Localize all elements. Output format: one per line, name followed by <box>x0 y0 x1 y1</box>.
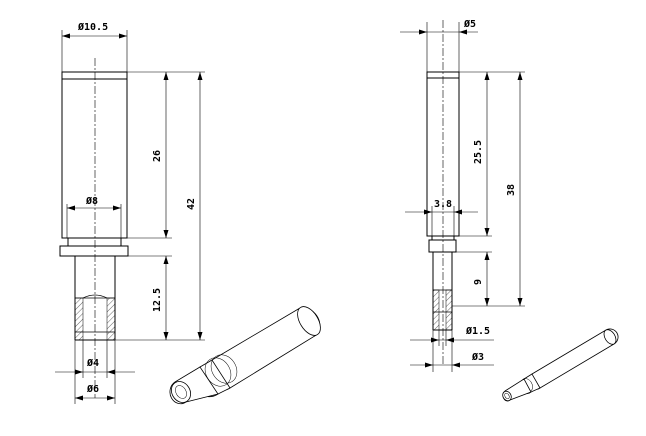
right-lower-length-label: 9 <box>473 279 484 285</box>
left-bore-dia-label: Ø4 <box>86 357 99 369</box>
right-bore-dia-label: Ø1.5 <box>465 325 490 337</box>
right-section-hatch-right <box>445 289 453 331</box>
left-collar <box>59 245 129 257</box>
left-inner-dia-label: Ø8 <box>85 195 98 207</box>
right-part-view: Ø5 25.5 38 3.8 <box>400 18 525 372</box>
right-upper-body <box>426 71 460 237</box>
right-total-length-label: 38 <box>506 184 517 196</box>
right-section-hatch-left <box>432 289 440 331</box>
left-dim-bore-dia: Ø4 <box>55 340 135 378</box>
left-dim-lower-length: 12.5 <box>128 255 172 340</box>
right-dim-upper-length: 25.5 <box>459 71 525 237</box>
left-total-length-label: 42 <box>186 198 197 210</box>
left-section-hatch-right <box>106 297 116 341</box>
left-isometric-view <box>169 306 321 405</box>
left-upper-body <box>61 71 128 239</box>
right-outer-dia-label: Ø5 <box>463 18 476 30</box>
left-upper-length-label: 26 <box>152 150 163 162</box>
right-tip-dia-label: Ø3 <box>471 351 484 363</box>
right-upper-length-label: 25.5 <box>473 140 484 164</box>
left-dim-total-length: 42 <box>115 72 205 341</box>
right-dim-outer-dia: Ø5 <box>400 18 478 72</box>
left-section-hatch-left <box>74 297 84 341</box>
right-inner-dia-label: 3.8 <box>434 199 452 210</box>
right-dim-lower-length: 9 <box>456 251 492 306</box>
left-outer-dia-label: Ø10.5 <box>77 21 108 33</box>
left-dim-tip-dia: Ø6 <box>74 340 116 404</box>
left-tip-dia-label: Ø6 <box>86 383 99 395</box>
right-dim-total-length: 38 <box>452 72 525 307</box>
left-part-view: Ø10.5 26 42 Ø8 <box>55 21 205 404</box>
right-isometric-view <box>502 328 619 402</box>
right-dim-tip-dia: Ø3 <box>410 330 494 372</box>
left-dim-outer-dia: Ø10.5 <box>61 21 128 72</box>
right-dim-inner-dia: 3.8 <box>405 199 478 236</box>
left-lower-length-label: 12.5 <box>152 288 163 312</box>
right-collar <box>428 239 457 253</box>
left-dim-upper-length: 26 <box>127 71 205 239</box>
left-dim-inner-dia: Ø8 <box>66 195 122 238</box>
